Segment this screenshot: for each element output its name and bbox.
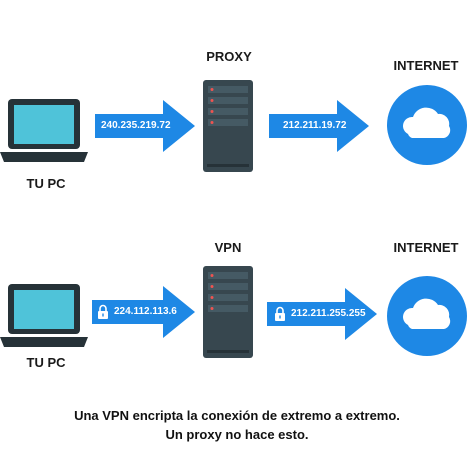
lock-icon — [275, 306, 285, 321]
vpn-row: TU PC 224.112.113.6 VPN 212.211.255.255 … — [0, 240, 467, 370]
internet-label: INTERNET — [393, 58, 459, 73]
pc-label: TU PC — [26, 176, 66, 191]
server-icon — [203, 80, 253, 172]
caption-line-2: Un proxy no hace esto. — [165, 427, 309, 442]
ip-address-left: 240.235.219.72 — [101, 120, 171, 131]
laptop-icon — [0, 284, 88, 347]
pc-label: TU PC — [26, 355, 66, 370]
server-label: PROXY — [206, 49, 252, 64]
caption-line-1: Una VPN encripta la conexión de extremo … — [74, 408, 400, 423]
arrow-right — [269, 100, 369, 152]
ip-address-left: 224.112.113.6 — [114, 306, 177, 317]
arrow-left — [95, 100, 195, 152]
proxy-row: TU PC 240.235.219.72 PROXY 212.211.19.72… — [0, 0, 474, 200]
cloud-icon — [387, 85, 467, 165]
internet-label: INTERNET — [393, 240, 459, 255]
cloud-icon — [387, 276, 467, 356]
ip-address-right: 212.211.255.255 — [291, 308, 366, 319]
arrow-left — [92, 286, 195, 338]
laptop-icon — [0, 99, 88, 162]
lock-icon — [98, 304, 108, 319]
server-label: VPN — [214, 240, 242, 255]
server-icon — [203, 266, 253, 358]
arrow-right — [267, 288, 377, 340]
ip-address-right: 212.211.19.72 — [283, 120, 347, 131]
